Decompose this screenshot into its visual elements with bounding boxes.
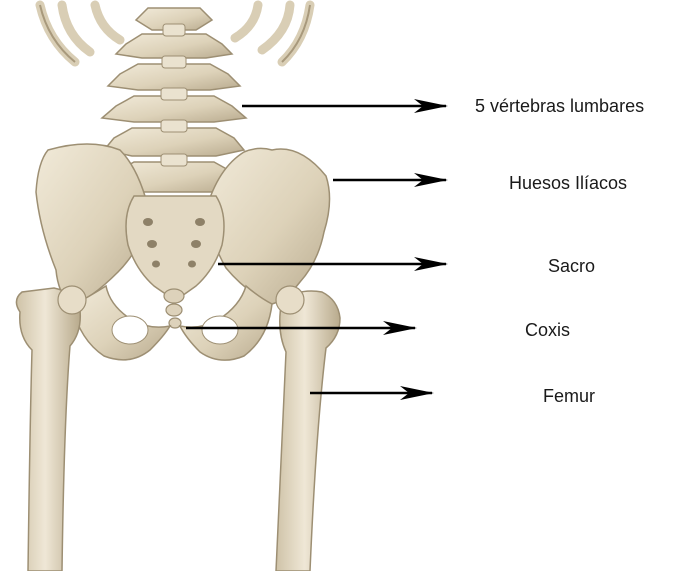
left-femur [16,286,86,571]
sacrum [126,196,224,300]
coccyx [164,289,184,328]
label-lumbar-vertebrae: 5 vértebras lumbares [475,96,644,116]
label-sacrum: Sacro [548,256,595,276]
label-coccyx: Coxis [525,320,570,340]
label-iliac-bones: Huesos Ilíacos [509,173,627,193]
label-femur: Femur [543,386,595,406]
